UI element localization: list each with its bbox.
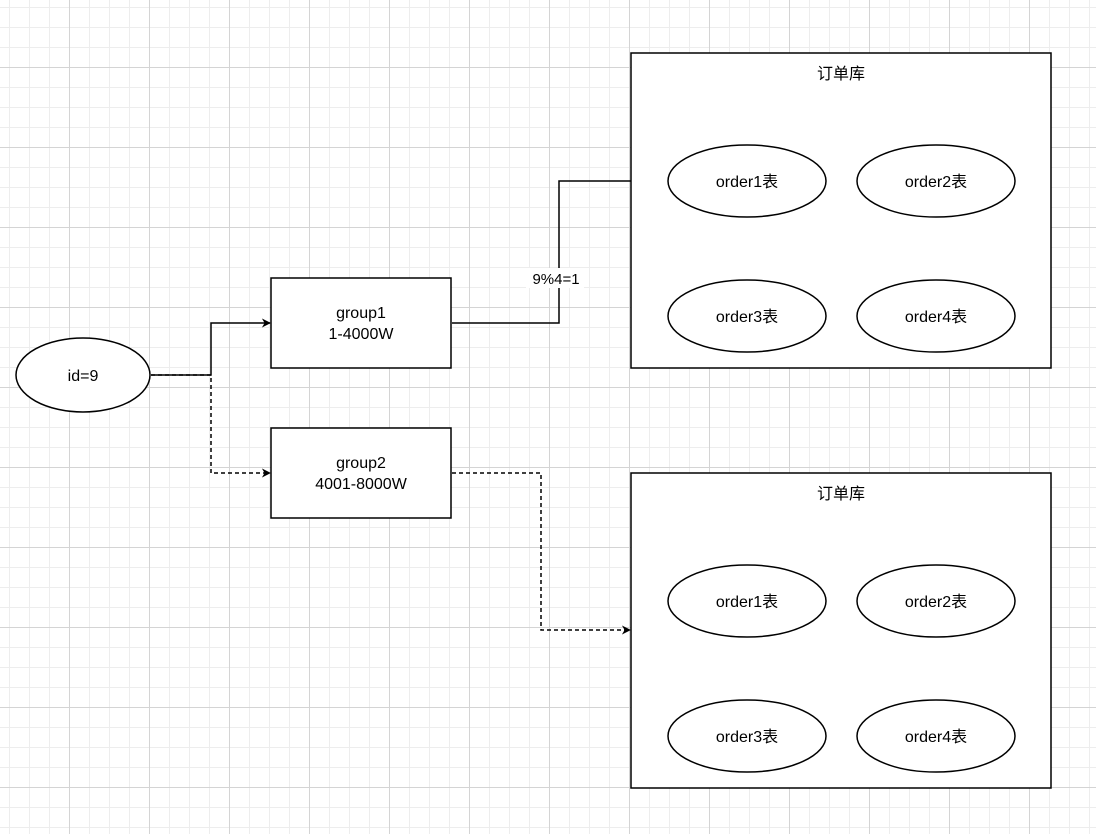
db1-table-order4-label: order4表 (905, 308, 967, 326)
db1-table-order2-label: order2表 (905, 173, 967, 191)
database-2-title: 订单库 (817, 485, 865, 503)
db2-table-order4-label: order4表 (905, 728, 967, 746)
db1-table-order3[interactable]: order3表 (667, 279, 827, 353)
source-node[interactable]: id=9 (15, 337, 151, 413)
group2-box[interactable]: group2 4001-8000W (270, 427, 452, 519)
source-node-label: id=9 (68, 368, 99, 385)
group1-box[interactable]: group1 1-4000W (270, 277, 452, 369)
db1-table-order4[interactable]: order4表 (856, 279, 1016, 353)
route-label: 9%4=1 (532, 271, 579, 288)
group2-range: 4001-8000W (315, 476, 408, 493)
edge-group2-to-db2 (452, 472, 631, 635)
db1-table-order1[interactable]: order1表 (667, 144, 827, 218)
db2-table-order2[interactable]: order2表 (856, 564, 1016, 638)
db2-table-order1-label: order1表 (716, 593, 778, 611)
edge-id-to-group2 (151, 374, 271, 478)
db2-table-order3[interactable]: order3表 (667, 699, 827, 773)
edge-group1-to-order1 (452, 176, 667, 324)
db1-table-order1-label: order1表 (716, 173, 778, 191)
group2-name: group2 (336, 455, 386, 472)
edge-id-to-group1 (151, 318, 271, 376)
db2-table-order2-label: order2表 (905, 593, 967, 611)
db2-table-order1[interactable]: order1表 (667, 564, 827, 638)
db1-table-order3-label: order3表 (716, 308, 778, 326)
database-1[interactable]: 订单库 order1表 order2表 order3表 order4表 (630, 52, 1052, 369)
database-1-title: 订单库 (817, 65, 865, 83)
route-label-bg (526, 268, 584, 288)
group1-name: group1 (336, 305, 386, 322)
database-2[interactable]: 订单库 order1表 order2表 order3表 order4表 (630, 472, 1052, 789)
group1-range: 1-4000W (329, 326, 395, 343)
db1-table-order2[interactable]: order2表 (856, 144, 1016, 218)
db2-table-order3-label: order3表 (716, 728, 778, 746)
db2-table-order4[interactable]: order4表 (856, 699, 1016, 773)
